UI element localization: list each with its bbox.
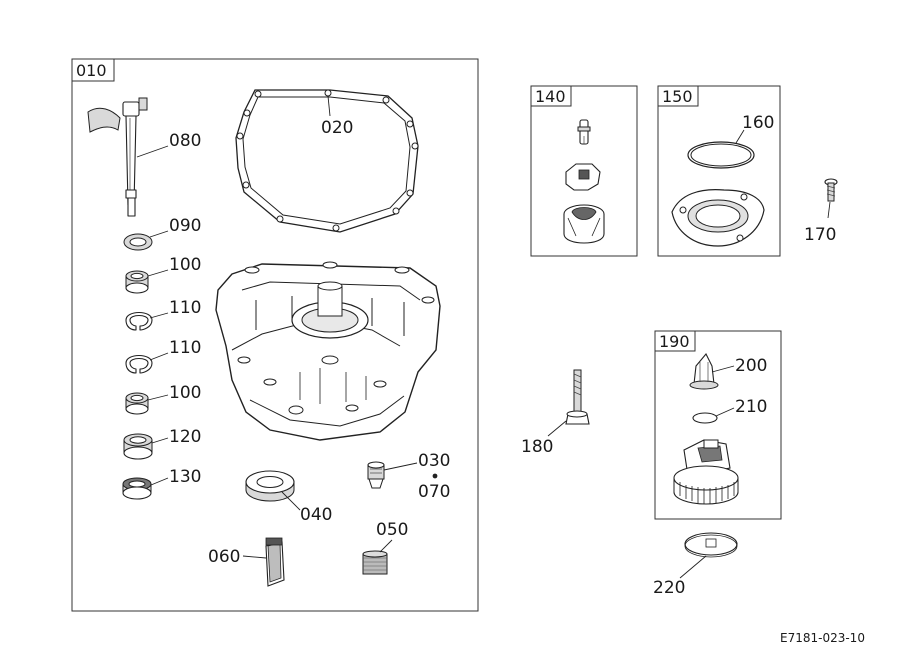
group-010-frame xyxy=(71,58,479,612)
group-190-label: 190 xyxy=(659,332,690,351)
group-140-frame xyxy=(530,85,638,257)
governor-assy-190 xyxy=(673,353,739,505)
callout-170: 170 xyxy=(804,225,836,245)
bushing-100b xyxy=(125,392,149,415)
reference-code: E7181-023-10 xyxy=(780,631,865,645)
washer-090 xyxy=(123,233,153,251)
callout-080: 080 xyxy=(169,131,201,151)
callout-180: 180 xyxy=(521,437,553,457)
bearing-120 xyxy=(123,433,153,460)
callout-070: 070 xyxy=(418,482,450,502)
bushing-100a xyxy=(125,270,149,294)
callout-020: 020 xyxy=(321,118,353,138)
gasket-020 xyxy=(235,89,419,233)
group-150-tab xyxy=(657,85,699,107)
disc-220 xyxy=(684,532,738,558)
group-190-frame xyxy=(654,330,782,520)
group-190-tab xyxy=(654,330,696,352)
callout-100a: 100 xyxy=(169,255,201,275)
group-010-tab xyxy=(71,58,115,82)
callout-090: 090 xyxy=(169,216,201,236)
group-150-label: 150 xyxy=(662,87,693,106)
callout-110a: 110 xyxy=(169,298,201,318)
group-140-label: 140 xyxy=(535,87,566,106)
plug-030 xyxy=(367,461,385,489)
callout-160: 160 xyxy=(742,113,774,133)
governor-shaft-080 xyxy=(87,97,148,217)
callout-030: 030 xyxy=(418,451,450,471)
pump-parts-140 xyxy=(563,119,605,244)
group-140-tab xyxy=(530,85,572,107)
oil-seal-040 xyxy=(245,470,295,502)
callout-130: 130 xyxy=(169,467,201,487)
callout-050: 050 xyxy=(376,520,408,540)
callout-210: 210 xyxy=(735,397,767,417)
screen-050 xyxy=(362,550,388,575)
filter-060 xyxy=(265,537,285,587)
callout-040: 040 xyxy=(300,505,332,525)
eclip-110b xyxy=(125,354,153,374)
crankcase-cover xyxy=(215,261,441,441)
pump-cover-150 xyxy=(671,141,765,247)
callout-120: 120 xyxy=(169,427,201,447)
group-010-label: 010 xyxy=(76,61,107,80)
bolt-180 xyxy=(565,369,590,425)
seal-130 xyxy=(122,477,152,500)
callout-220: 220 xyxy=(653,578,685,598)
callout-dot xyxy=(432,473,438,479)
callout-060: 060 xyxy=(208,547,240,567)
callout-100b: 100 xyxy=(169,383,201,403)
eclip-110a xyxy=(125,311,153,331)
callout-110b: 110 xyxy=(169,338,201,358)
callout-200: 200 xyxy=(735,356,767,376)
screw-170 xyxy=(824,178,838,202)
group-150-frame xyxy=(657,85,781,257)
